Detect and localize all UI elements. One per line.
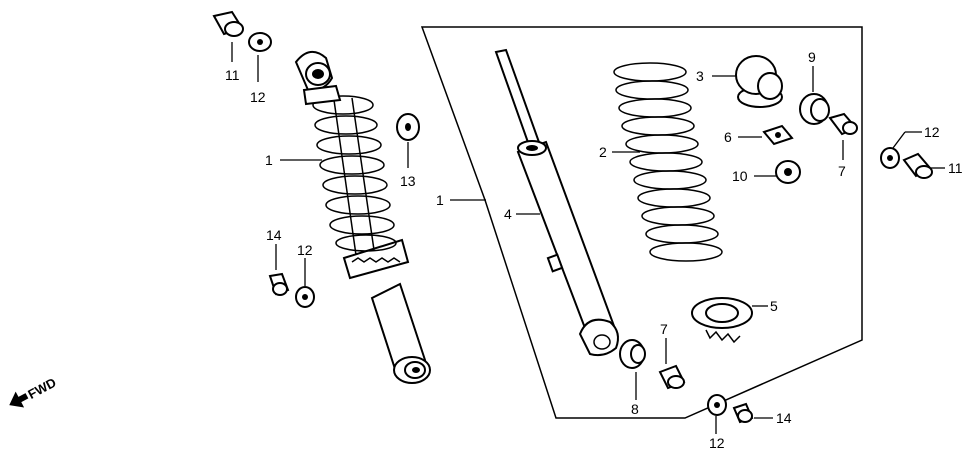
nut-14-left [268,272,290,296]
cap-nut-top [212,10,244,37]
upper-collar [828,112,858,136]
label-4: 4 [504,206,512,222]
callout-labels: 11 12 1 13 14 12 1 4 2 3 6 10 9 7 5 7 8 … [225,49,963,451]
label-13: 13 [400,173,416,189]
lower-collar [658,364,686,390]
coil-spring [613,62,723,262]
label-12-bottom: 12 [709,435,725,451]
label-5: 5 [770,298,778,314]
label-7-upper: 7 [838,163,846,179]
nut-14-bottom [732,402,754,424]
label-11-top: 11 [225,67,240,83]
label-3: 3 [696,68,704,84]
fwd-label: FWD [25,375,58,402]
label-1-assembly: 1 [436,192,444,208]
label-9: 9 [808,49,816,65]
label-7-lower: 7 [660,321,668,337]
lower-bushing [619,339,646,369]
label-8: 8 [631,401,639,417]
label-11-right: 11 [948,160,963,176]
washer-right [880,147,900,169]
label-1-left: 1 [265,152,273,168]
damper-unit [494,48,619,357]
cap-nut-right [902,152,933,179]
washer-10 [775,160,801,184]
lock-nut [762,124,794,146]
label-12-left: 12 [297,242,313,258]
upper-spring-seat [735,55,783,108]
lower-spring-seat [691,297,753,344]
label-12-right: 12 [924,124,940,140]
fwd-arrow-icon [9,391,29,408]
label-10: 10 [732,168,748,184]
label-12-top: 12 [250,89,266,105]
washer-13 [396,113,420,141]
label-2: 2 [599,144,607,160]
label-14-left: 14 [266,227,282,243]
fwd-arrow: FWD [9,375,59,408]
leader-lines [231,42,945,434]
upper-bushing [799,93,830,125]
assembled-shock-absorber [294,51,431,384]
washer-bottom [707,394,727,416]
washer-left [295,286,315,308]
label-14-bottom: 14 [776,410,792,426]
washer-top [248,32,272,52]
label-6: 6 [724,129,732,145]
